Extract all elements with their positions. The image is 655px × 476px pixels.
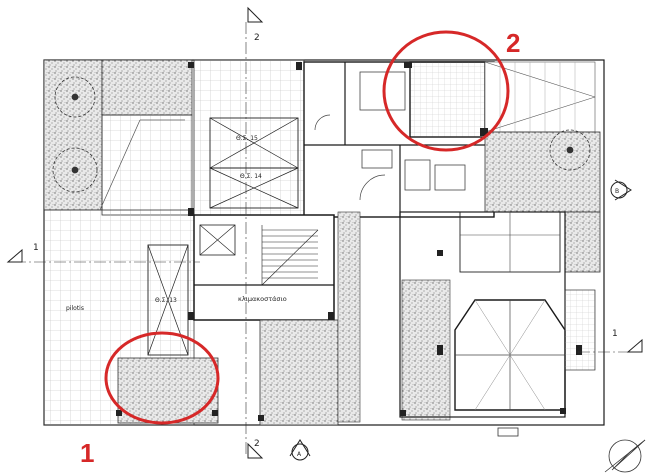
- stairwell-core: [193, 214, 335, 321]
- level-label-mid: Θ.Σ. 14: [240, 173, 262, 180]
- upper-terrace: [409, 61, 596, 138]
- left-garden: [43, 59, 193, 211]
- section-mark-top: 2: [254, 33, 260, 43]
- level-label-stair: Θ.Σ. 13: [155, 297, 177, 304]
- stairwell-label: κλιμακοστάσιο: [238, 295, 287, 303]
- pilotis-label: pilotis: [66, 305, 84, 312]
- section-mark-bottom: 2: [254, 439, 260, 449]
- void-areas: [147, 117, 299, 356]
- lower-gardens: [117, 211, 451, 426]
- callout-number-2: 2: [506, 28, 520, 58]
- north-arrow-icon: [289, 179, 646, 473]
- section-marker-icon: [6, 6, 643, 459]
- section-mark-left: 1: [33, 243, 39, 253]
- columns: [116, 62, 582, 421]
- callout-circles: [104, 30, 510, 425]
- north-arrow-letter: A: [297, 451, 302, 458]
- callout-number-1: 1: [80, 438, 94, 468]
- level-label-upper: Θ.Σ. 15: [236, 135, 258, 142]
- section-mark-right: 1: [612, 329, 618, 339]
- callout-circle-2: [382, 30, 510, 152]
- east-arrow-letter: B: [615, 188, 619, 195]
- callout-circle-1: [104, 331, 220, 425]
- tree-icon: [52, 76, 591, 193]
- right-garden: [484, 131, 601, 273]
